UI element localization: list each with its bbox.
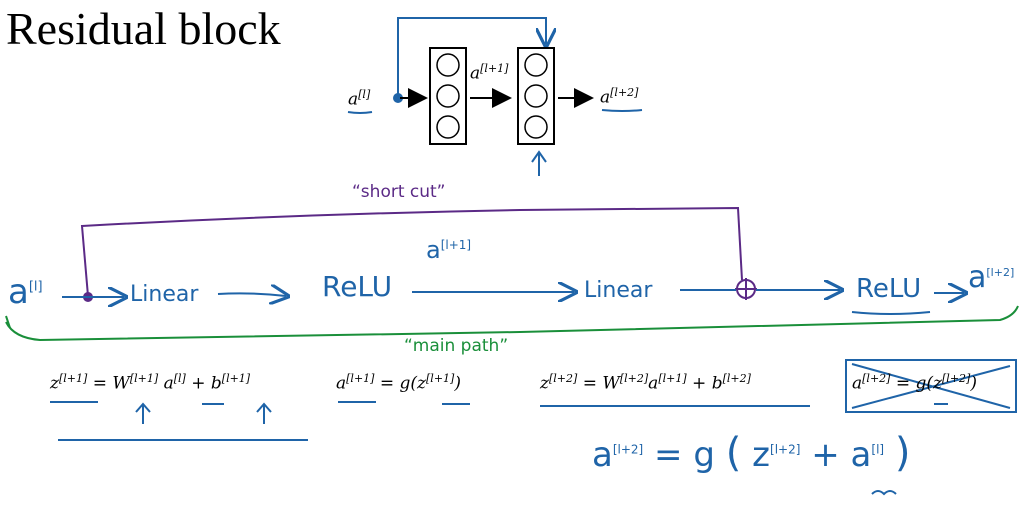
chain-a-l2: a[l+2] xyxy=(968,260,1015,295)
main-path-label: “main path” xyxy=(404,336,509,356)
neuron xyxy=(524,53,548,77)
add-node-plus xyxy=(735,278,757,300)
pointer-arrow xyxy=(531,150,547,176)
net-input-label: a[l] xyxy=(348,88,371,110)
underline-squiggle xyxy=(871,490,897,496)
main-path-bracket xyxy=(5,305,1019,342)
shortcut-label: “short cut” xyxy=(352,182,446,202)
arrow xyxy=(217,293,286,296)
equation-z-l2: z[l+2] = W[l+2]a[l+1] + b[l+2] xyxy=(540,372,751,394)
neuron xyxy=(524,115,548,139)
cross-line xyxy=(851,365,1011,409)
net-output-label: a[l+2] xyxy=(600,86,639,108)
neuron xyxy=(436,84,460,108)
pointer-arrow xyxy=(256,402,272,424)
page-title: Residual block xyxy=(6,3,281,54)
equation-a-l1: a[l+1] = g(z[l+1]) xyxy=(336,372,461,394)
relu1-node: ReLU xyxy=(322,270,393,303)
chain-a-l: a[l] xyxy=(8,272,43,312)
main-path-tick xyxy=(5,315,11,329)
neuron xyxy=(436,53,460,77)
neuron xyxy=(524,84,548,108)
underline xyxy=(601,109,643,112)
equation-a-l2-crossed: a[l+2] = g(z[l+2]) xyxy=(852,372,977,394)
net-mid-label: a[l+1] xyxy=(470,62,509,84)
skip-connection-line xyxy=(397,17,546,96)
linear1-node: Linear xyxy=(130,282,199,307)
linear2-node: Linear xyxy=(584,278,653,303)
shortcut-path xyxy=(80,206,743,297)
neuron xyxy=(436,115,460,139)
chain-a-l1: a[l+1] xyxy=(426,236,472,264)
underline xyxy=(347,111,373,114)
underline xyxy=(851,311,931,315)
skip-junction-dot xyxy=(393,93,403,103)
equation-residual: a[l+2] = g ( z[l+2] + a[l] ) xyxy=(592,430,911,476)
pointer-arrow xyxy=(135,402,151,424)
crossed-out-box xyxy=(845,359,1017,413)
equation-z-l1: z[l+1] = W[l+1] a[l] + b[l+1] xyxy=(50,372,251,394)
relu2-node: ReLU xyxy=(856,274,922,304)
